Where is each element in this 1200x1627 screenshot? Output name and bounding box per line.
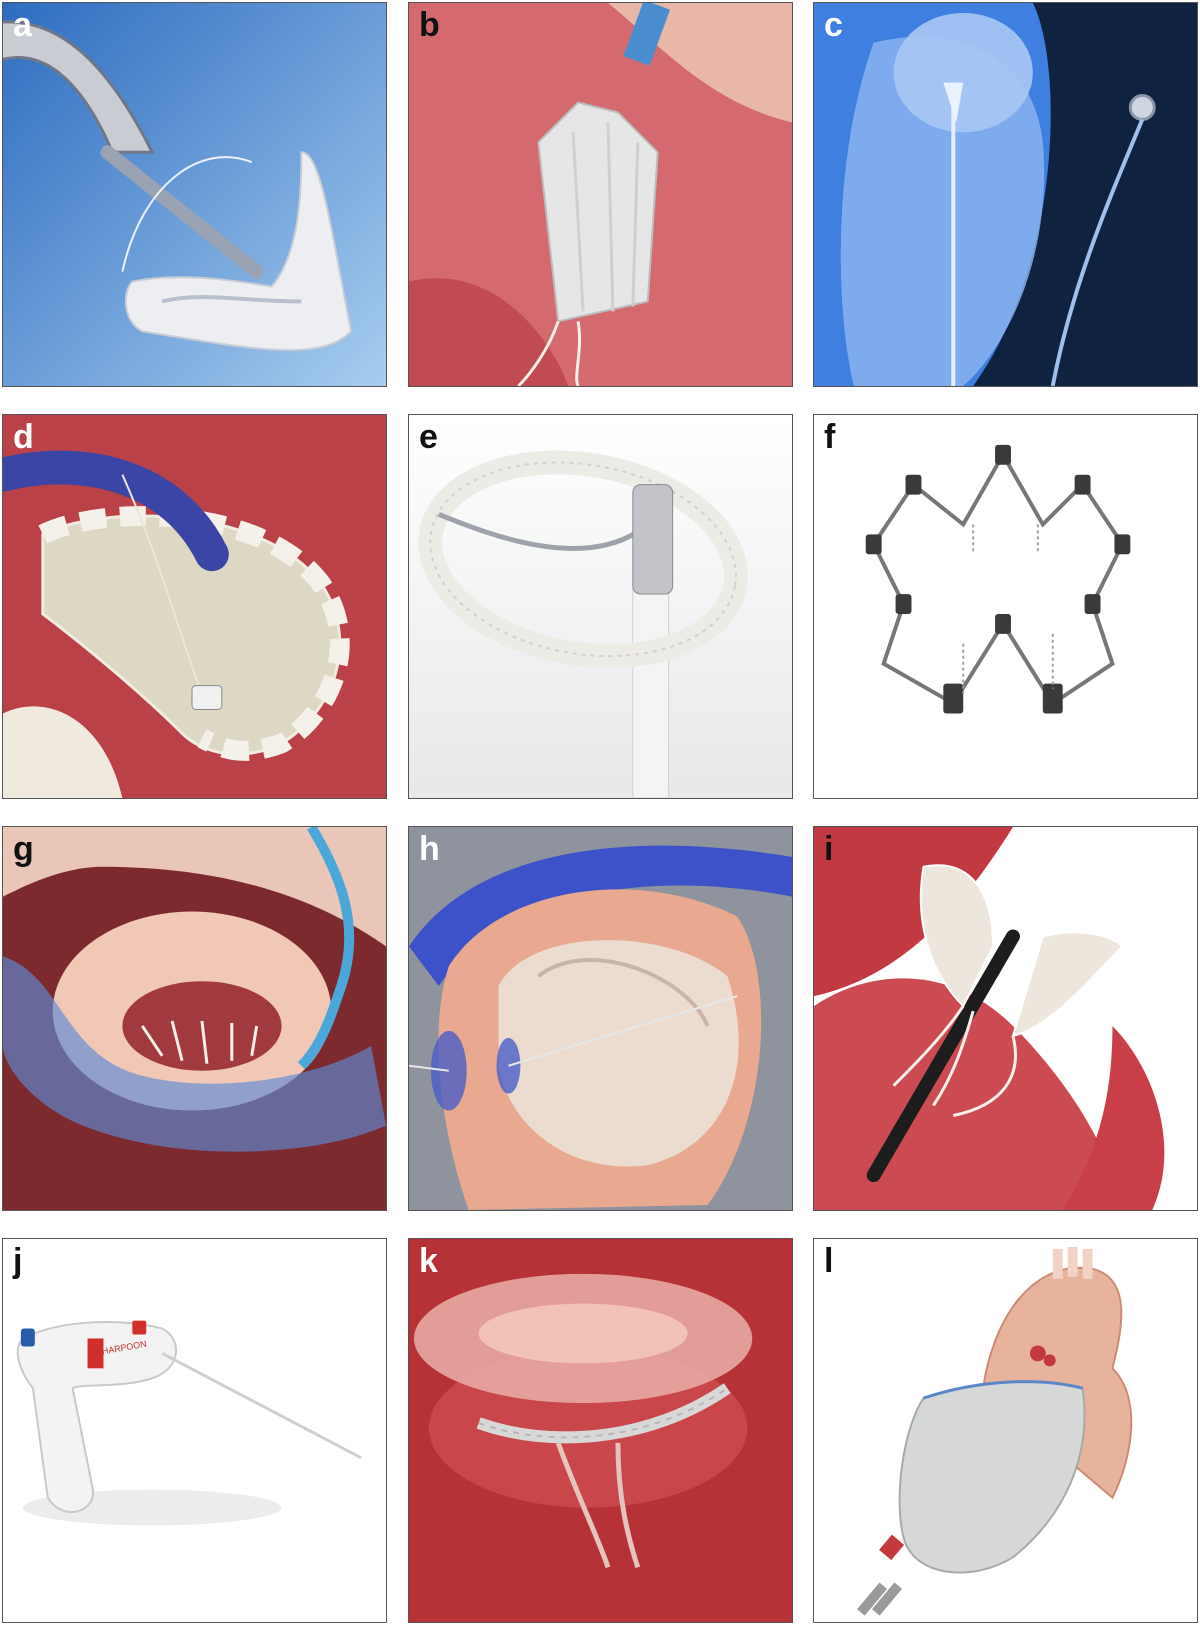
panel-d: d [2,414,387,799]
anchored-ring-image [409,1239,792,1622]
panel-label: b [419,6,440,44]
heart-pressure-sensor-image [814,3,1197,386]
panel-label: k [419,1242,438,1280]
transventricular-tether-image [409,827,792,1210]
chordal-repair-image [814,827,1197,1210]
catheter-anchor-image [3,3,386,386]
panel-l: l [813,1238,1198,1623]
panel-h: h [408,826,793,1211]
panel-label: h [419,830,440,868]
panel-label: g [13,830,34,868]
harpoon-device-image: HARPOON [3,1239,386,1622]
panel-label: f [824,418,836,456]
panel-e: e [408,414,793,799]
panel-label: l [824,1242,834,1280]
panel-label: e [419,418,438,456]
panel-label: a [13,6,32,44]
leaflet-clip-image [409,3,792,386]
ventricular-support-image [814,1239,1197,1622]
panel-c: c [813,2,1198,387]
panel-k: k [408,1238,793,1623]
panel-label: i [824,830,834,868]
panel-a: a [2,2,387,387]
panel-i: i [813,826,1198,1211]
anchor-system-image [814,415,1197,798]
panel-b: b [408,2,793,387]
panel-j: HARPOON j [2,1238,387,1623]
panel-label: j [13,1242,23,1280]
panel-g: g [2,826,387,1211]
adjustable-ring-image [409,415,792,798]
panel-label: c [824,6,843,44]
annular-band-image [3,827,386,1210]
panel-label: d [13,418,34,456]
panel-f: f [813,414,1198,799]
annuloplasty-ring-image [3,415,386,798]
